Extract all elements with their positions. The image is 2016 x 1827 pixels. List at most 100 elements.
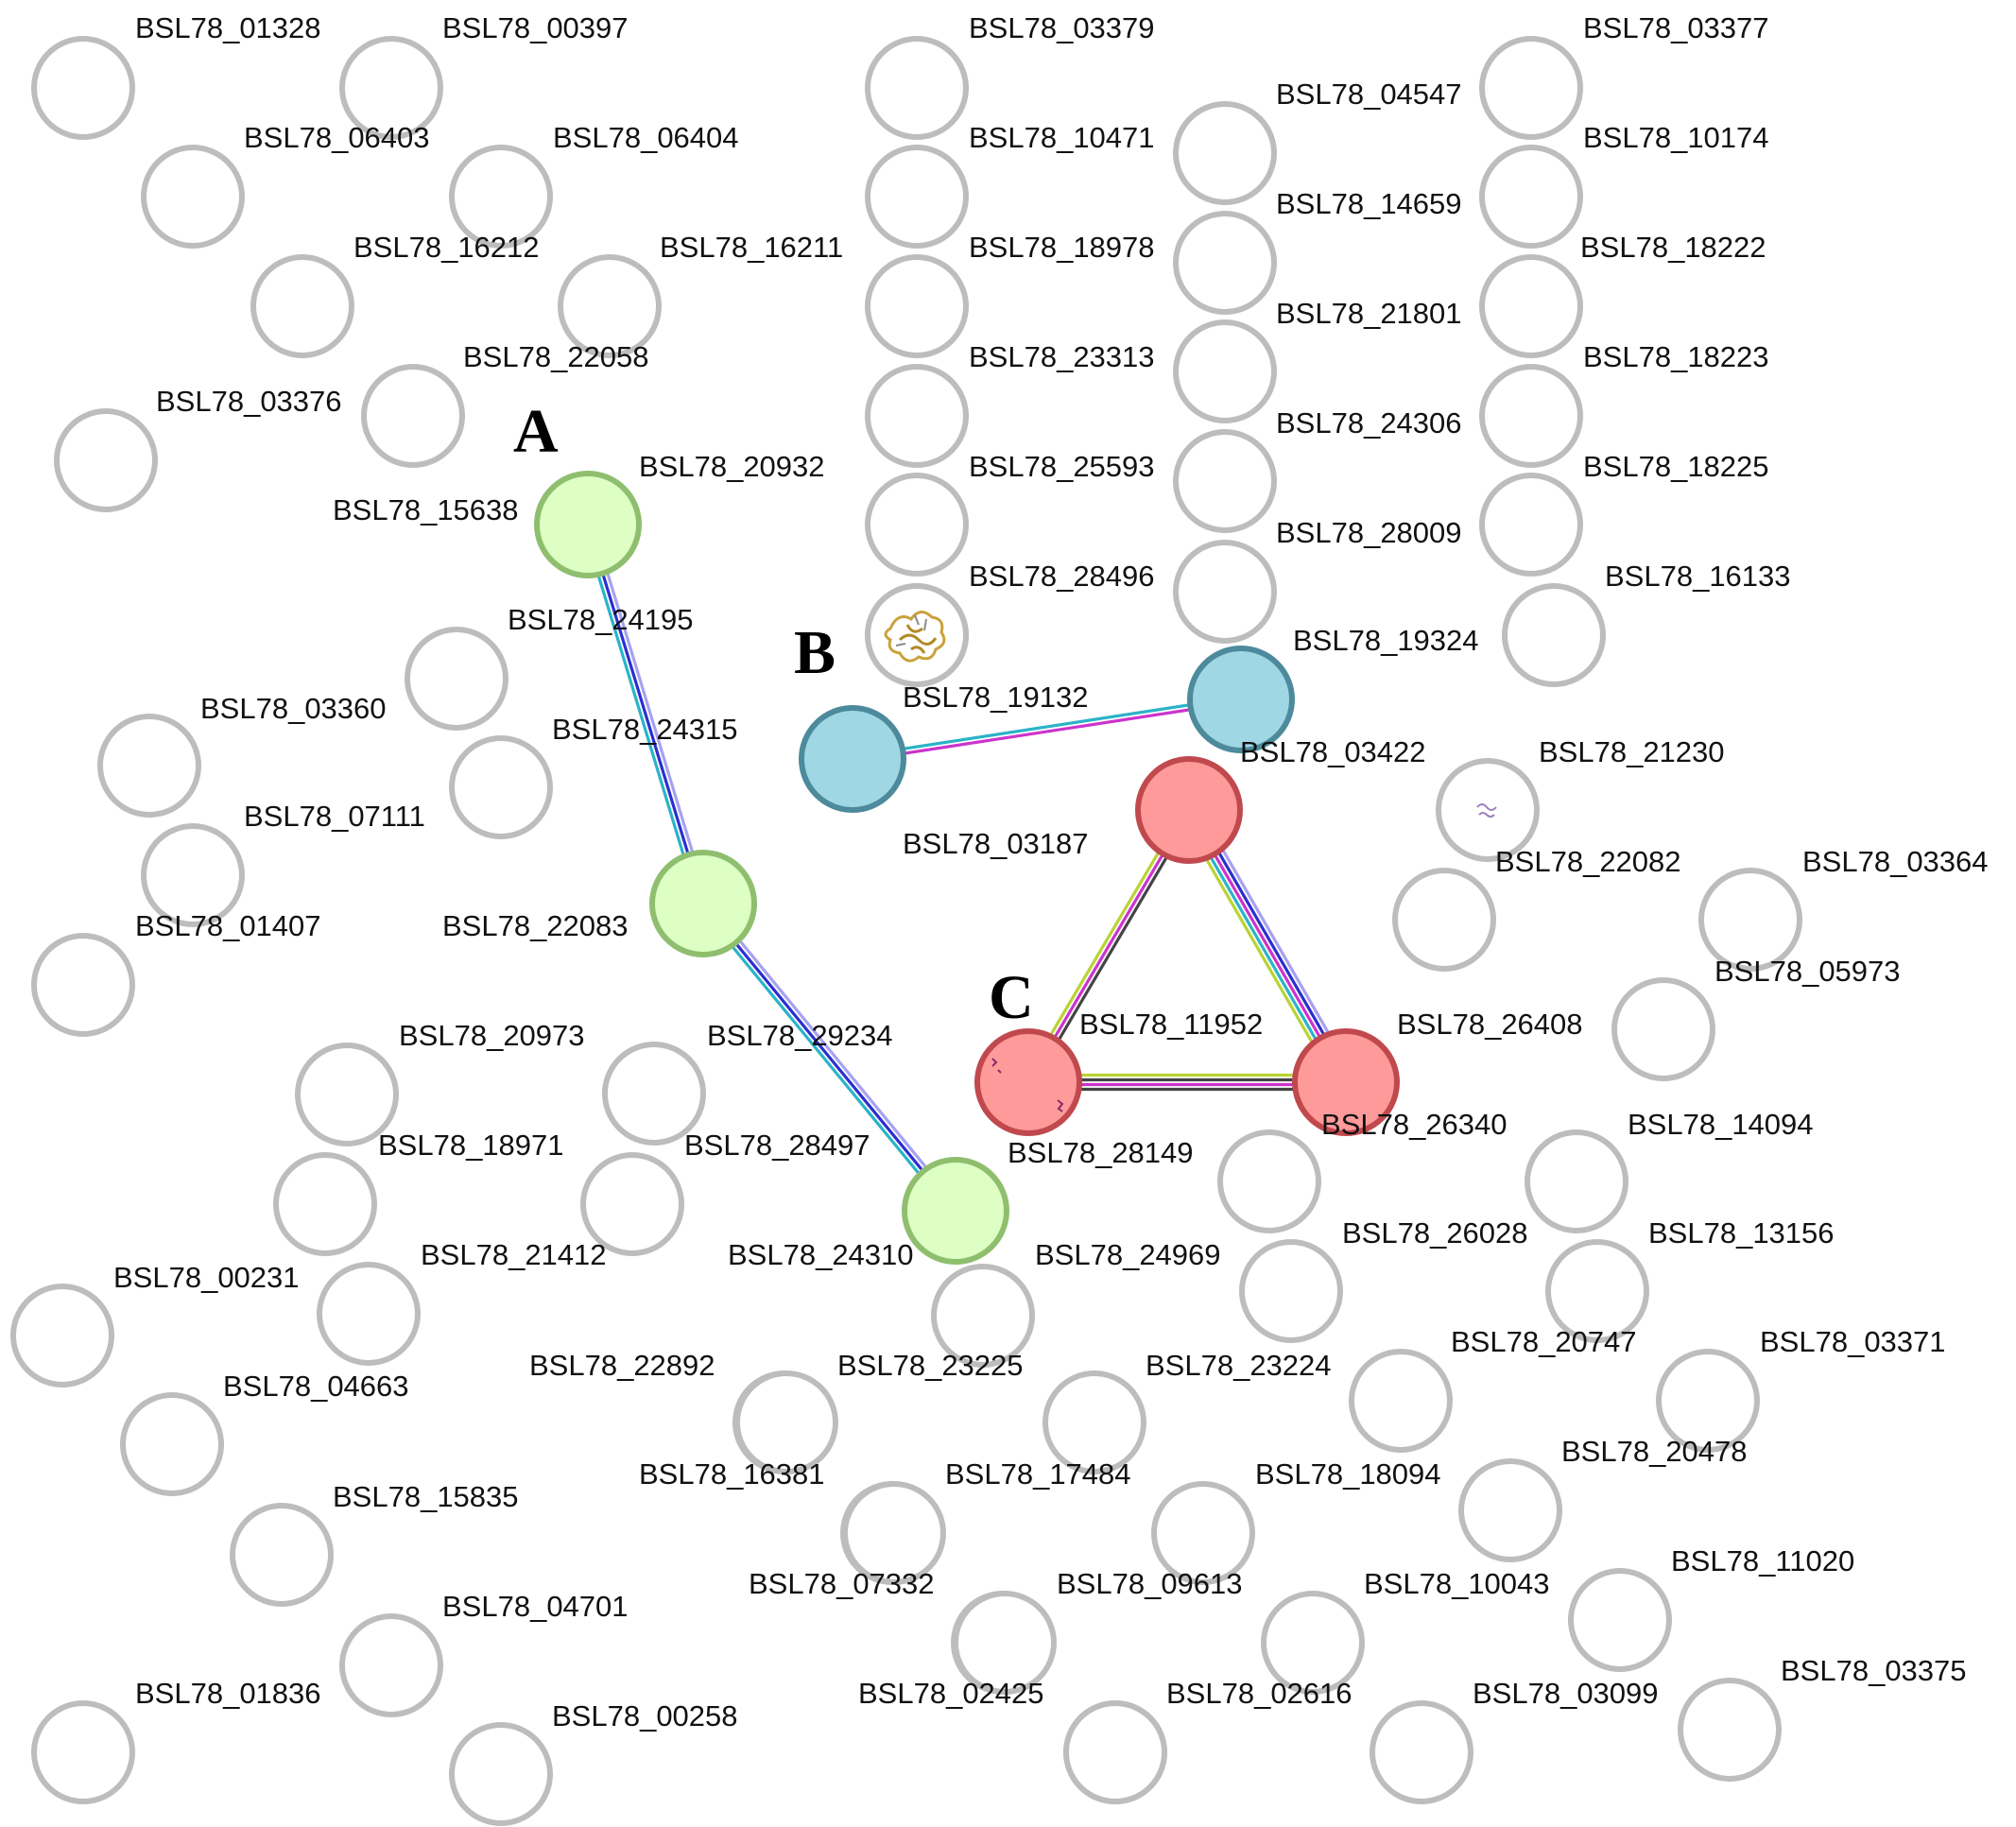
node-circle[interactable]: [931, 1264, 1035, 1368]
node-BSL78_04701[interactable]: BSL78_04701: [339, 1590, 629, 1717]
edge-BSL78_15638-BSL78_22083[interactable]: [581, 523, 710, 905]
node-BSL78_22058[interactable]: BSL78_22058: [361, 340, 649, 468]
node-circle-cluster-c[interactable]: [1292, 1028, 1400, 1136]
node-BSL78_20478[interactable]: BSL78_20478: [1458, 1435, 1748, 1562]
node-circle[interactable]: [1479, 254, 1583, 358]
node-circle[interactable]: [230, 1503, 334, 1607]
node-BSL78_14659[interactable]: BSL78_14659: [1173, 187, 1462, 315]
node-BSL78_16211[interactable]: BSL78_16211: [558, 231, 843, 358]
node-BSL78_02616[interactable]: BSL78_02616: [1063, 1677, 1353, 1804]
node-BSL78_29234[interactable]: BSL78_29234: [602, 1019, 893, 1146]
node-circle[interactable]: [31, 1700, 135, 1804]
node-BSL78_26340[interactable]: BSL78_26340: [1217, 1108, 1508, 1233]
node-BSL78_03099[interactable]: BSL78_03099: [1370, 1677, 1659, 1804]
node-circle[interactable]: [734, 1370, 838, 1474]
node-circle[interactable]: [1479, 473, 1583, 577]
node-circle[interactable]: [1217, 1129, 1321, 1233]
node-circle[interactable]: [141, 823, 245, 927]
node-BSL78_18223[interactable]: BSL78_18223: [1479, 340, 1769, 468]
edge-BSL78_22083-BSL78_24310[interactable]: [698, 899, 961, 1215]
node-BSL78_10174[interactable]: BSL78_10174: [1479, 121, 1769, 249]
node-circle[interactable]: [1479, 36, 1583, 140]
node-circle[interactable]: [1370, 1700, 1473, 1804]
node-BSL78_05973[interactable]: BSL78_05973: [1611, 955, 1901, 1081]
node-BSL78_03364[interactable]: BSL78_03364: [1698, 845, 1989, 972]
node-circle[interactable]: [317, 1262, 421, 1366]
node-BSL78_03379[interactable]: BSL78_03379: [865, 11, 1155, 140]
node-circle[interactable]: [1525, 1129, 1628, 1233]
node-circle[interactable]: [449, 1722, 553, 1826]
node-BSL78_21230[interactable]: BSL78_21230: [1436, 735, 1725, 862]
node-circle[interactable]: [865, 145, 969, 249]
node-BSL78_03422[interactable]: BSL78_03422: [1135, 735, 1426, 864]
node-circle[interactable]: [295, 1043, 399, 1146]
node-circle-cluster-a[interactable]: [534, 471, 642, 578]
node-circle[interactable]: [339, 36, 443, 140]
node-BSL78_28149[interactable]: BSL78_28149: [974, 1028, 1194, 1169]
node-BSL78_13156[interactable]: BSL78_13156: [1545, 1216, 1835, 1343]
node-BSL78_24315[interactable]: BSL78_24315: [449, 713, 738, 839]
node-circle[interactable]: [120, 1392, 224, 1496]
node-circle[interactable]: [141, 145, 245, 249]
node-circle[interactable]: [10, 1284, 114, 1387]
node-circle[interactable]: [405, 627, 508, 731]
node-BSL78_24310[interactable]: BSL78_24310: [728, 1157, 1009, 1271]
node-BSL78_03371[interactable]: BSL78_03371: [1656, 1325, 1946, 1453]
node-BSL78_26408[interactable]: BSL78_26408: [1292, 1008, 1583, 1136]
node-BSL78_01328[interactable]: BSL78_01328: [31, 11, 321, 140]
node-BSL78_10471[interactable]: BSL78_10471: [865, 121, 1155, 249]
edge-BSL78_03187-BSL78_19324[interactable]: [852, 695, 1242, 764]
node-BSL78_20973[interactable]: BSL78_20973: [295, 1019, 585, 1146]
node-BSL78_21412[interactable]: BSL78_21412: [317, 1238, 607, 1366]
node-circle[interactable]: [865, 473, 969, 577]
node-circle[interactable]: [1678, 1678, 1782, 1782]
node-BSL78_21801[interactable]: BSL78_21801: [1173, 297, 1462, 423]
node-circle[interactable]: [1656, 1349, 1760, 1453]
node-BSL78_03376[interactable]: BSL78_03376: [54, 385, 342, 512]
node-BSL78_11952[interactable]: BSL78_11952: [1079, 1008, 1263, 1041]
node-BSL78_18971[interactable]: BSL78_18971: [273, 1129, 564, 1256]
node-circle[interactable]: [1151, 1481, 1255, 1585]
node-circle[interactable]: [361, 364, 465, 468]
node-BSL78_15835[interactable]: BSL78_15835: [230, 1480, 519, 1607]
node-BSL78_09613[interactable]: BSL78_09613: [953, 1567, 1243, 1695]
node-circle[interactable]: [1479, 145, 1583, 249]
node-BSL78_26028[interactable]: BSL78_26028: [1239, 1216, 1528, 1343]
node-circle[interactable]: [31, 933, 135, 1037]
node-BSL78_28497[interactable]: BSL78_28497: [580, 1129, 870, 1256]
node-BSL78_03375[interactable]: BSL78_03375: [1678, 1654, 1967, 1782]
node-circle[interactable]: [580, 1152, 684, 1256]
node-circle[interactable]: [449, 735, 553, 839]
node-circle[interactable]: [1458, 1458, 1562, 1562]
node-circle[interactable]: [449, 145, 553, 249]
node-circle[interactable]: [273, 1152, 377, 1256]
node-circle[interactable]: [31, 36, 135, 140]
node-circle[interactable]: [1479, 364, 1583, 468]
node-BSL78_16133[interactable]: BSL78_16133: [1502, 560, 1791, 687]
node-BSL78_24306[interactable]: BSL78_24306: [1173, 406, 1462, 533]
node-BSL78_25593[interactable]: BSL78_25593: [865, 450, 1155, 577]
node-BSL78_01836[interactable]: BSL78_01836: [31, 1677, 321, 1804]
node-BSL78_11020[interactable]: BSL78_11020: [1568, 1544, 1854, 1672]
node-circle[interactable]: [250, 254, 354, 358]
node-circle[interactable]: [1173, 429, 1277, 533]
node-BSL78_03187[interactable]: BSL78_03187: [799, 705, 1089, 860]
node-circle[interactable]: [842, 1481, 946, 1585]
node-BSL78_00231[interactable]: BSL78_00231: [10, 1261, 300, 1387]
node-circle[interactable]: [339, 1613, 443, 1717]
node-BSL78_17484[interactable]: BSL78_17484: [842, 1457, 1131, 1585]
node-BSL78_07111[interactable]: BSL78_07111: [141, 800, 425, 927]
node-circle[interactable]: [1261, 1591, 1365, 1695]
node-BSL78_22082[interactable]: BSL78_22082: [1392, 845, 1681, 972]
node-circle-cluster-c[interactable]: [974, 1028, 1082, 1136]
node-BSL78_28009[interactable]: BSL78_28009: [1173, 516, 1462, 644]
node-circle[interactable]: [97, 714, 201, 818]
node-circle[interactable]: [953, 1591, 1057, 1695]
node-circle[interactable]: [1545, 1239, 1649, 1343]
node-BSL78_15638[interactable]: BSL78_15638: [333, 471, 642, 578]
node-circle[interactable]: [1698, 868, 1802, 972]
node-circle[interactable]: [1173, 211, 1277, 315]
node-BSL78_04663[interactable]: BSL78_04663: [120, 1370, 409, 1496]
node-BSL78_03377[interactable]: BSL78_03377: [1479, 11, 1769, 140]
node-BSL78_24969[interactable]: BSL78_24969: [931, 1238, 1221, 1368]
